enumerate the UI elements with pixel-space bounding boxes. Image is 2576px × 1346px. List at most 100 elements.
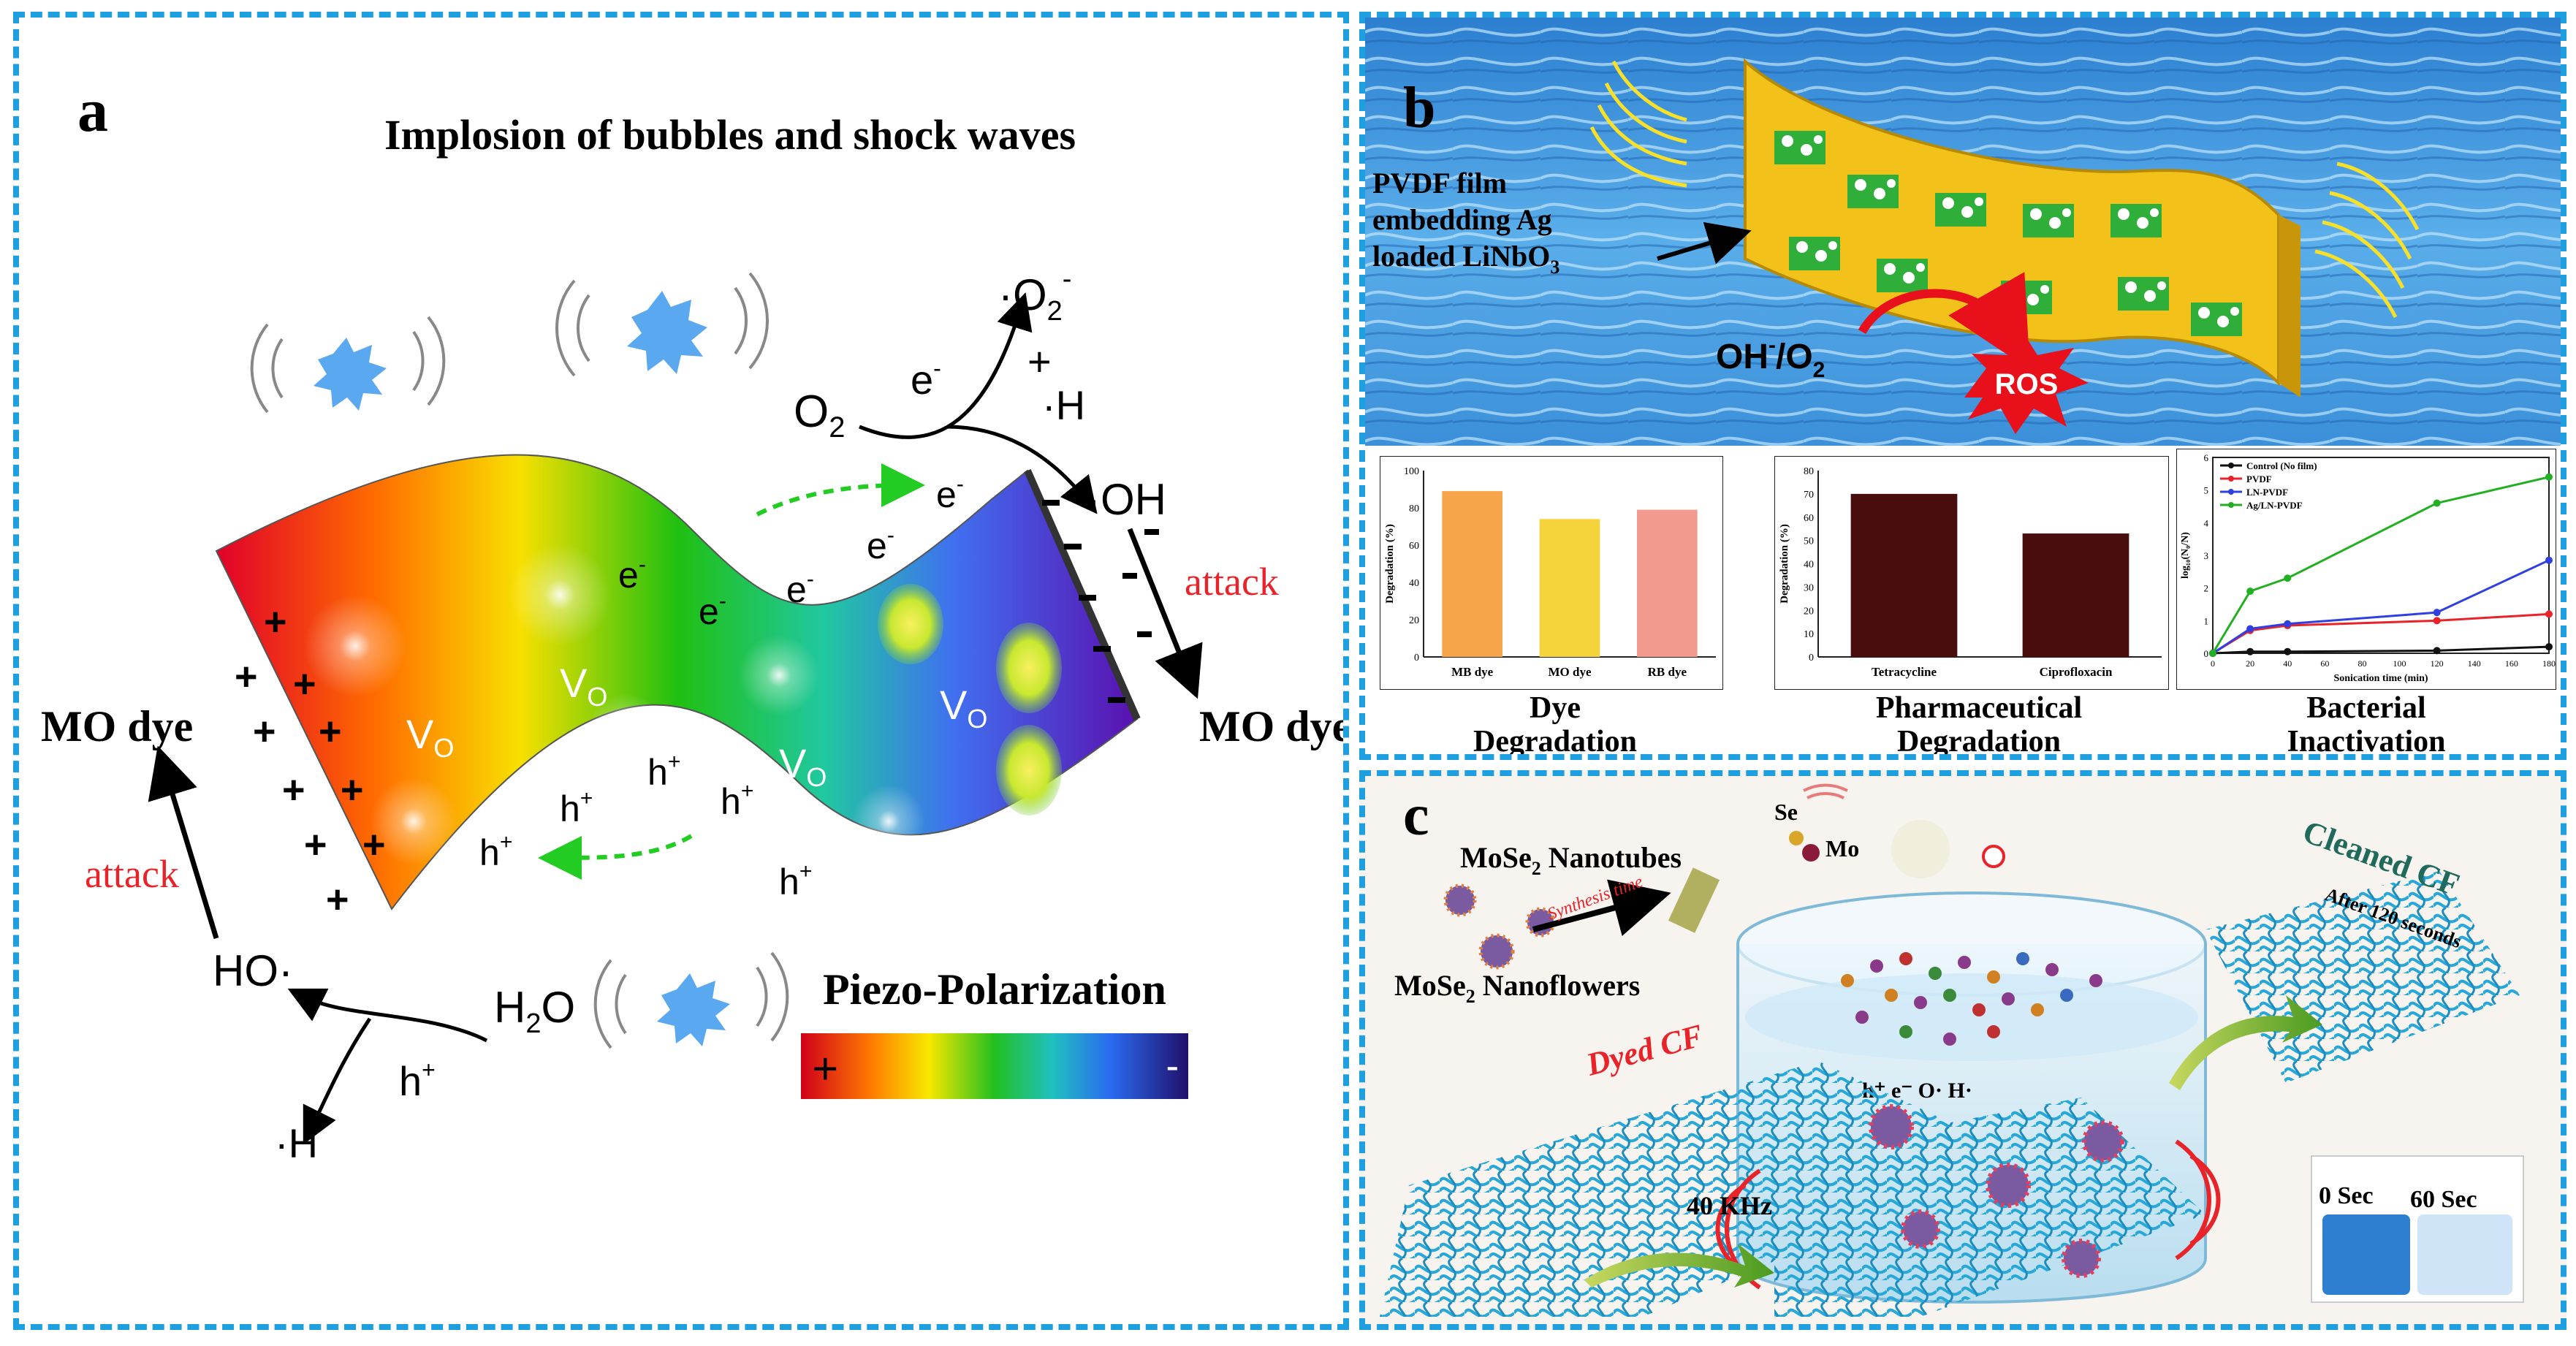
film-pointer-arrow (1657, 221, 1752, 265)
y-tick-label: 10 (1804, 629, 1814, 640)
mo-dye-right: MO dye (1199, 702, 1343, 750)
y-tick-label: 2 (2204, 583, 2209, 594)
o2-electron-label: e- (911, 355, 941, 403)
o2-label: O2 (794, 387, 845, 444)
series-point (2246, 647, 2254, 655)
mose2-particles (1841, 952, 2102, 1046)
scale-minus: - (1166, 1044, 1179, 1085)
caption-bacteria-1: Bacterial (2306, 691, 2425, 725)
vial-0-sec (2322, 1214, 2410, 1295)
superoxide-label: ·O2- (998, 264, 1071, 327)
h-radical-label: ·H (275, 1120, 318, 1166)
y-tick-label: 60 (1804, 513, 1814, 524)
panel-b-figure: b PVDF film embedding Ag (1365, 18, 2561, 754)
caption-bacteria-2: Inactivation (2287, 725, 2445, 754)
x-tick-label: 100 (2393, 658, 2406, 669)
bar (1850, 493, 1958, 657)
svg-text:+: + (326, 878, 349, 921)
bubble-icon (555, 272, 769, 377)
legend-marker (2228, 502, 2234, 508)
mo-atom-icon (1802, 844, 1820, 862)
caption-dye-1: Dye (1530, 691, 1581, 725)
series-point (2433, 609, 2441, 617)
vo-label-4: VO (940, 682, 987, 734)
svg-text:+: + (319, 710, 342, 753)
legend-entry: PVDF (2246, 474, 2272, 484)
vial-0-label: 0 Sec (2319, 1182, 2374, 1209)
series-point (2246, 588, 2254, 596)
nanoflower-icon (1443, 883, 2124, 1278)
frequency-label: 40 KHz (1687, 1191, 1772, 1220)
y-tick-label: 3 (2204, 550, 2209, 561)
y-tick-label: 4 (2204, 517, 2209, 528)
series-point (2246, 625, 2254, 633)
electron-label-5: e- (936, 472, 964, 515)
panel-c: c h⁺ e⁻ O· H· (1359, 770, 2566, 1330)
caption-pharma-2: Degradation (1897, 725, 2061, 754)
svg-text:+: + (362, 823, 386, 867)
legend-marker (2228, 476, 2234, 482)
scale-plus: + (812, 1043, 838, 1095)
synthesis-arrow (1532, 879, 1671, 936)
y-tick-label: 5 (2204, 485, 2209, 496)
hole-label-5: h+ (779, 859, 812, 902)
svg-text:PVDF film: PVDF film (1372, 167, 1507, 199)
superoxide-h: ·H (1042, 382, 1085, 428)
y-axis-label: Degradation (%) (1384, 524, 1396, 604)
vial-60-label: 60 Sec (2410, 1186, 2477, 1213)
y-tick-label: 30 (1804, 582, 1814, 593)
series-point (2284, 647, 2292, 655)
x-tick-label: 140 (2468, 658, 2481, 669)
ultrasound-wave-icon (1589, 60, 1687, 188)
x-tick-label: 80 (2357, 658, 2366, 669)
oh-formation-arrow (946, 425, 1098, 514)
bar (1442, 491, 1502, 657)
panel-b: b PVDF film embedding Ag (1359, 12, 2566, 760)
series-point (2433, 499, 2441, 507)
x-tick-label: Tetracycline (1872, 665, 1937, 679)
negative-charges (1042, 500, 1159, 703)
vo-label-2: VO (560, 660, 607, 712)
panel-a-title: Implosion of bubbles and shock waves (384, 111, 1076, 159)
dyed-cf-label: Dyed CF (1582, 1017, 1707, 1083)
attack-label-right: attack (1185, 560, 1279, 604)
y-tick-label: 60 (1409, 541, 1419, 552)
ho-radical-label: HO· (213, 946, 293, 995)
legend-marker (2228, 463, 2234, 468)
piezo-scale-bar (801, 1033, 1188, 1099)
svg-text:embedding Ag: embedding Ag (1372, 203, 1552, 236)
ros-burst-icon (1964, 332, 2089, 434)
x-tick-label: MB dye (1451, 665, 1494, 679)
y-tick-label: 0 (1414, 653, 1419, 664)
series-point (2545, 556, 2553, 564)
nanotube-icon (1668, 867, 1720, 933)
clean-arrow (2169, 995, 2322, 1090)
x-tick-label: RB dye (1648, 665, 1687, 679)
y-tick-label: 50 (1804, 536, 1814, 547)
oxygen-vacancy-blobs (878, 584, 1062, 815)
x-tick-label: MO dye (1548, 665, 1591, 679)
bar (2022, 533, 2129, 657)
nanoflowers-label: MoSe2 Nanoflowers (1394, 969, 1640, 1007)
electron-label-4: e- (867, 523, 894, 566)
x-tick-label: 60 (2320, 658, 2329, 669)
piezo-label: Piezo-Polarization (823, 965, 1166, 1014)
oh-o2-label: OH-/O2 (1716, 333, 1825, 382)
ag-linbo3-particles (1774, 131, 2242, 336)
vo-label-1: VO (406, 711, 454, 763)
synthesis-time-label: Synthesis time (1545, 872, 1646, 924)
svg-text:+: + (253, 710, 276, 753)
hole-label-3: h+ (479, 830, 512, 873)
caption-dye-2: Degradation (1473, 725, 1637, 754)
vo-label-3: VO (779, 740, 827, 792)
attack-arrow-right (1127, 528, 1203, 699)
legend-marker (2228, 489, 2234, 495)
se-label: Se (1774, 799, 1798, 825)
x-tick-label: 40 (2283, 658, 2292, 669)
oh-radical-label: ·OH (1086, 475, 1166, 524)
y-tick-label: 80 (1804, 466, 1814, 477)
y-tick-label: 0 (2204, 648, 2209, 659)
y-axis-label: Degradation (%) (1779, 524, 1790, 604)
